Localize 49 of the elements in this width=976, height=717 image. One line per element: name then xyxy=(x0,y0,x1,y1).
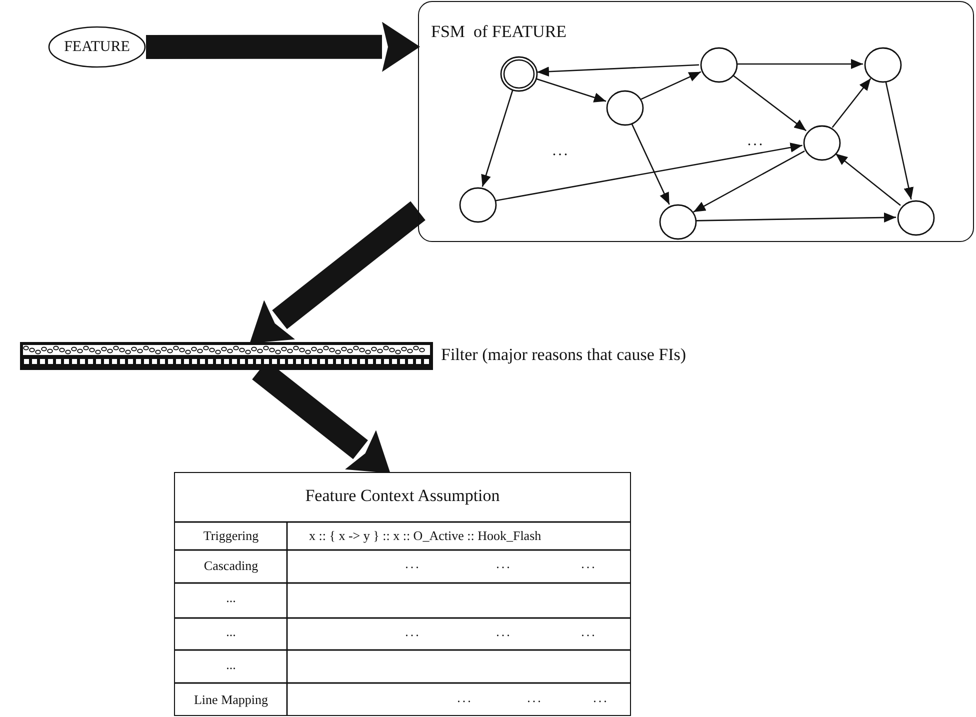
arrow xyxy=(696,212,896,223)
row-label: ... xyxy=(226,591,236,606)
filter-bar-drawing xyxy=(20,342,433,370)
row-label: Line Mapping xyxy=(194,693,268,708)
state-circle xyxy=(606,90,644,126)
ellipsis: ... xyxy=(747,133,765,150)
arrow xyxy=(536,78,606,102)
block-arrow xyxy=(146,22,420,72)
ellipsis: ... xyxy=(593,691,609,706)
filter-caption: Filter (major reasons that cause FIs) xyxy=(441,346,686,365)
state-circle xyxy=(659,204,697,240)
state-circle xyxy=(500,56,538,92)
ellipsis: ... xyxy=(405,557,421,572)
ellipsis: ... xyxy=(581,557,597,572)
arrow xyxy=(835,153,901,206)
ellipsis: ... xyxy=(496,557,512,572)
panel-title: FSM of FEATURE xyxy=(431,23,567,42)
arrow xyxy=(496,142,802,202)
table-header: Feature Context Assumption xyxy=(305,487,500,506)
arrow xyxy=(885,82,914,200)
node-label: FEATURE xyxy=(64,38,130,56)
cell-value: x :: { x -> y } :: x :: O_Active :: Hook_Flash xyxy=(309,529,542,544)
ellipsis: ... xyxy=(405,625,421,640)
row-label: ... xyxy=(226,658,236,672)
state-circle xyxy=(803,125,841,161)
ellipsis: ... xyxy=(496,625,512,640)
ellipsis: ... xyxy=(581,625,597,640)
assumption-table xyxy=(174,472,631,716)
arrow xyxy=(481,90,514,187)
arrow xyxy=(640,71,702,100)
ellipsis: ... xyxy=(527,691,543,706)
state-circle xyxy=(459,187,497,223)
row-label: Triggering xyxy=(203,529,259,544)
state-machine-panel xyxy=(418,1,974,242)
arrow xyxy=(693,150,805,213)
ellipsis: ... xyxy=(552,143,570,160)
block-arrow xyxy=(250,201,426,344)
ellipse-node xyxy=(48,26,146,68)
arrow xyxy=(631,123,670,205)
state-circle xyxy=(897,200,935,236)
arrow xyxy=(737,59,863,69)
row-label: Cascading xyxy=(204,559,258,574)
arrow xyxy=(732,74,807,132)
arrow xyxy=(832,78,872,128)
ellipsis: ... xyxy=(457,691,473,706)
state-circle xyxy=(864,47,902,83)
arrow xyxy=(536,64,700,77)
state-circle xyxy=(700,47,738,83)
row-label: ... xyxy=(226,625,236,640)
